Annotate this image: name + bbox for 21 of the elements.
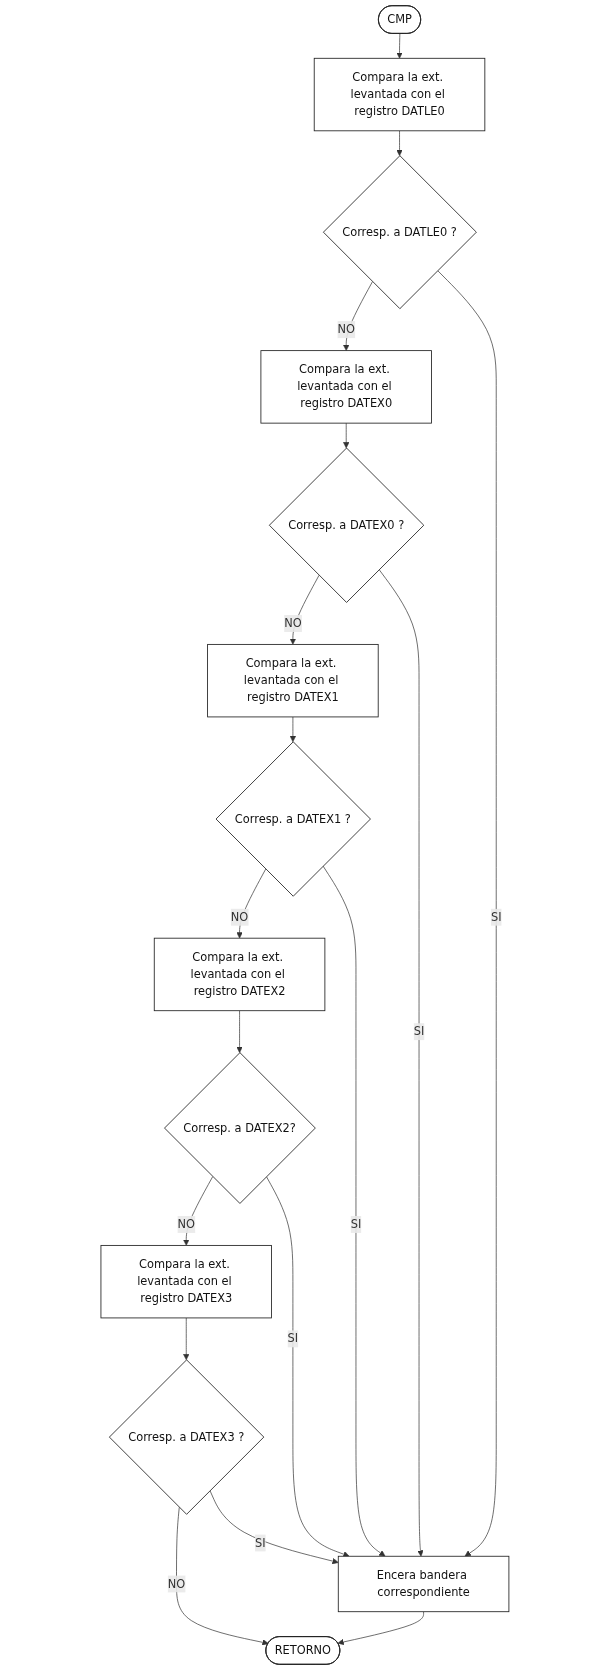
edge-label: SI [254, 1535, 266, 1550]
node-box: Encera bandera correspondiente [337, 1555, 509, 1613]
edge-label: NO [283, 616, 302, 630]
edge-label: NO [230, 910, 248, 924]
edge-label: SI [287, 1331, 298, 1346]
node-box: Compara la ext. levantada con el registro DATEX2 [153, 937, 325, 1012]
edge-label: NO [337, 322, 355, 337]
node-diamond: Corresp. a DATEX2? [163, 1052, 316, 1204]
node-diamond: Corresp. a DATEX1 ? [215, 741, 371, 897]
node-box: Compara la ext. levantada con el registro DATLE0 [313, 57, 485, 132]
edge-label: SI [413, 1024, 424, 1039]
node-box: Compara la ext. levantada con el registro DATEX3 [100, 1245, 272, 1319]
node-diamond: Corresp. a DATEX0 ? [268, 447, 424, 603]
node-diamond: Corresp. a DATEX3 ? [108, 1359, 264, 1515]
edge-label: SI [490, 910, 502, 924]
node-box: Compara la ext. levantada con el registro DATEX0 [260, 350, 432, 424]
edge-label: SI [350, 1217, 361, 1231]
node-diamond: Corresp. a DATLE0 ? [322, 155, 477, 310]
edge-label: NO [167, 1576, 185, 1591]
node-box: Compara la ext. levantada con el registro DATEX1 [206, 643, 379, 718]
edge-label: NO [177, 1217, 195, 1231]
